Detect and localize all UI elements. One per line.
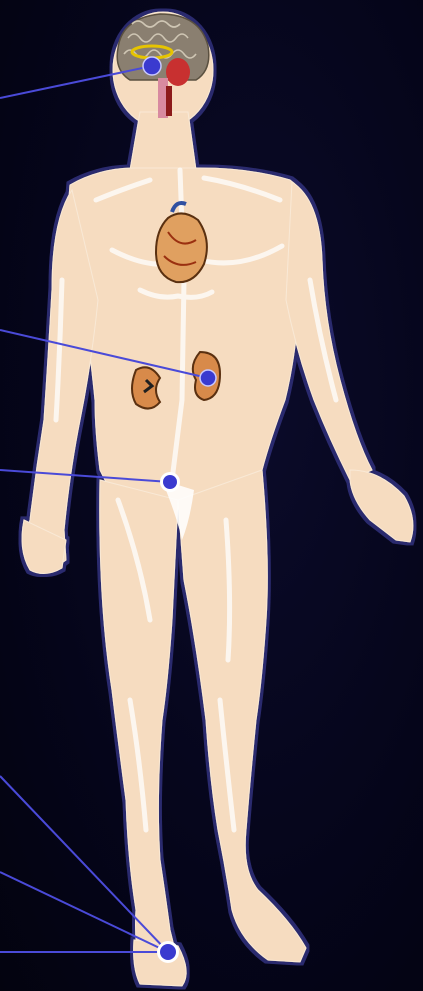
foot-marker: [157, 941, 179, 963]
body-silhouette: [22, 12, 413, 986]
pelvis-marker: [160, 472, 180, 492]
marker-kidney: [200, 370, 216, 386]
marker-brain: [143, 57, 161, 75]
